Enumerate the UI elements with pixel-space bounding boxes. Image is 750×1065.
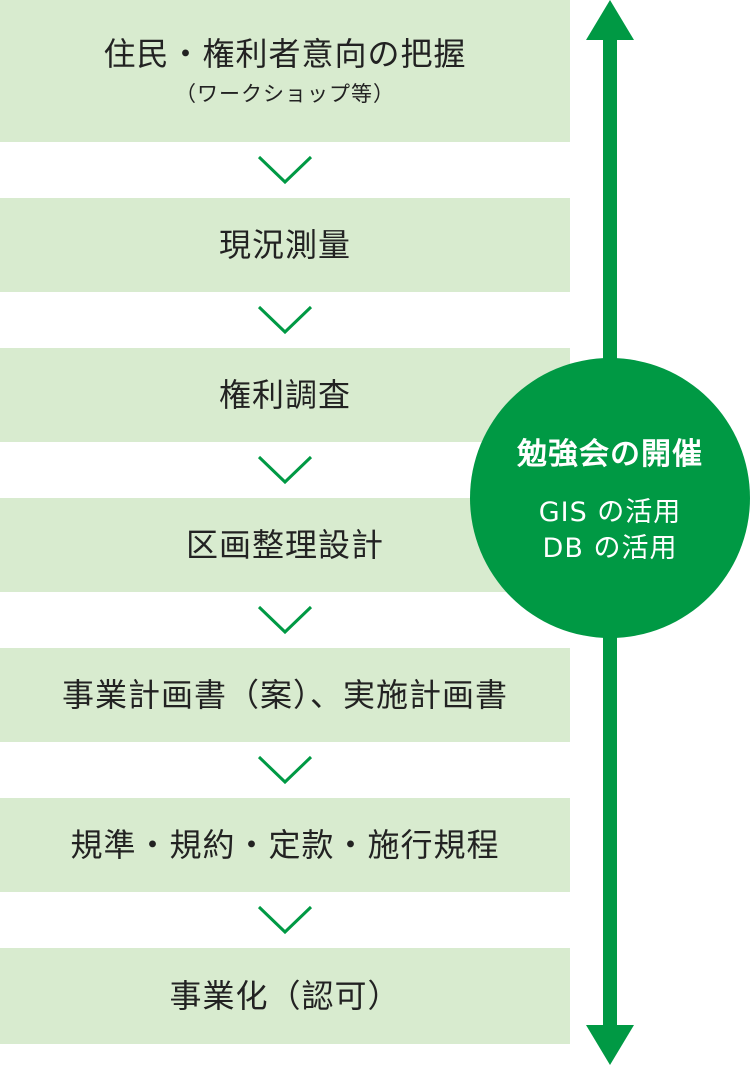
step-label: 権利調査 [218,375,351,414]
chevron-down-icon [257,155,313,185]
chevron-down-icon [257,755,313,785]
step-label: 住民・権利者意向の把握 [103,35,467,74]
db-usage-label: DB の活用 [542,533,678,564]
study-session-content: 勉強会の開催 GIS の活用 DB の活用 [470,358,750,638]
step-regulations: 規準・規約・定款・施行規程 [0,798,570,892]
step-label: 事業化（認可） [169,976,401,1015]
step-sublabel: （ワークショップ等） [175,81,395,106]
chevron-down-icon [257,605,313,635]
step-authorization: 事業化（認可） [0,948,570,1044]
process-flow: 住民・権利者意向の把握 （ワークショップ等） 現況測量 権利調査 区画整理設計 … [0,0,570,1044]
chevron-down-icon [257,305,313,335]
chevron-down-icon [257,905,313,935]
step-label: 規準・規約・定款・施行規程 [70,825,500,864]
gis-usage-label: GIS の活用 [538,496,682,528]
step-survey: 現況測量 [0,198,570,292]
step-label: 事業計画書（案）、実施計画書 [61,675,508,714]
study-session-title: 勉強会の開催 [517,436,703,472]
step-label: 区画整理設計 [185,525,384,564]
step-resident-intent: 住民・権利者意向の把握 （ワークショップ等） [0,0,570,142]
chevron-down-icon [257,455,313,485]
step-business-plan: 事業計画書（案）、実施計画書 [0,648,570,742]
step-label: 現況測量 [218,225,351,264]
